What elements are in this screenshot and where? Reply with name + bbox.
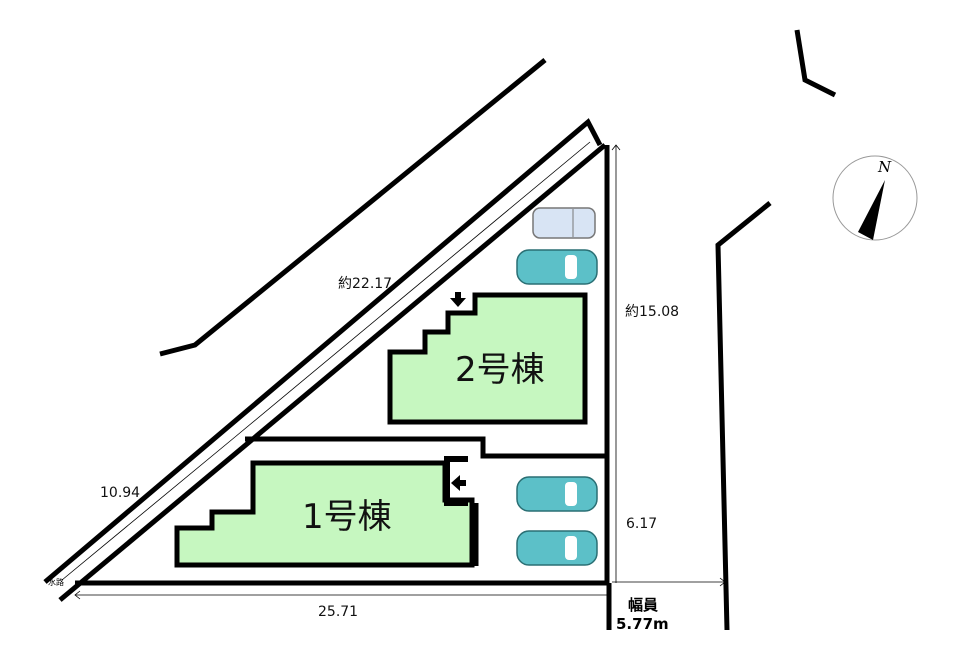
car-teal: [516, 530, 598, 566]
dimension-bottom: 25.71: [318, 604, 358, 620]
road-edge-top-right: [794, 29, 837, 98]
dimension-right-lower: 6.17: [626, 516, 657, 532]
entrance-arrow-icon: [451, 475, 466, 491]
building-2: [387, 292, 588, 425]
waterway-inner-edge: [58, 143, 607, 602]
car-teal: [516, 249, 598, 285]
arrow-head: [611, 144, 621, 151]
dimension-line-diagonal: [234, 141, 591, 438]
building-1-entrance: [444, 456, 468, 506]
lot-divider: [245, 436, 607, 459]
compass-icon: N: [832, 155, 918, 241]
dimension-diagonal: 約22.17: [338, 276, 392, 292]
building-2-label: 2号棟: [455, 350, 545, 390]
waterway-outer-edge: [43, 118, 603, 584]
waterway-label: 水路: [48, 577, 64, 587]
compass-north-label: N: [877, 158, 892, 176]
road-width-value: 5.77m: [616, 615, 669, 633]
dimension-line-left: [61, 436, 236, 581]
road-edge-top-left: [159, 58, 547, 357]
arrow-head: [719, 577, 726, 587]
road-edge-right: [715, 201, 772, 631]
arrow-head: [74, 590, 81, 600]
dimension-right-upper: 約15.08: [625, 304, 679, 320]
car-light: [532, 207, 596, 239]
dimension-left-lower: 10.94: [100, 485, 140, 501]
car-teal: [516, 476, 598, 512]
road-width-label: 幅員: [628, 596, 658, 614]
entrance-arrow-icon: [450, 292, 466, 307]
building-1-label: 1号棟: [302, 497, 392, 537]
